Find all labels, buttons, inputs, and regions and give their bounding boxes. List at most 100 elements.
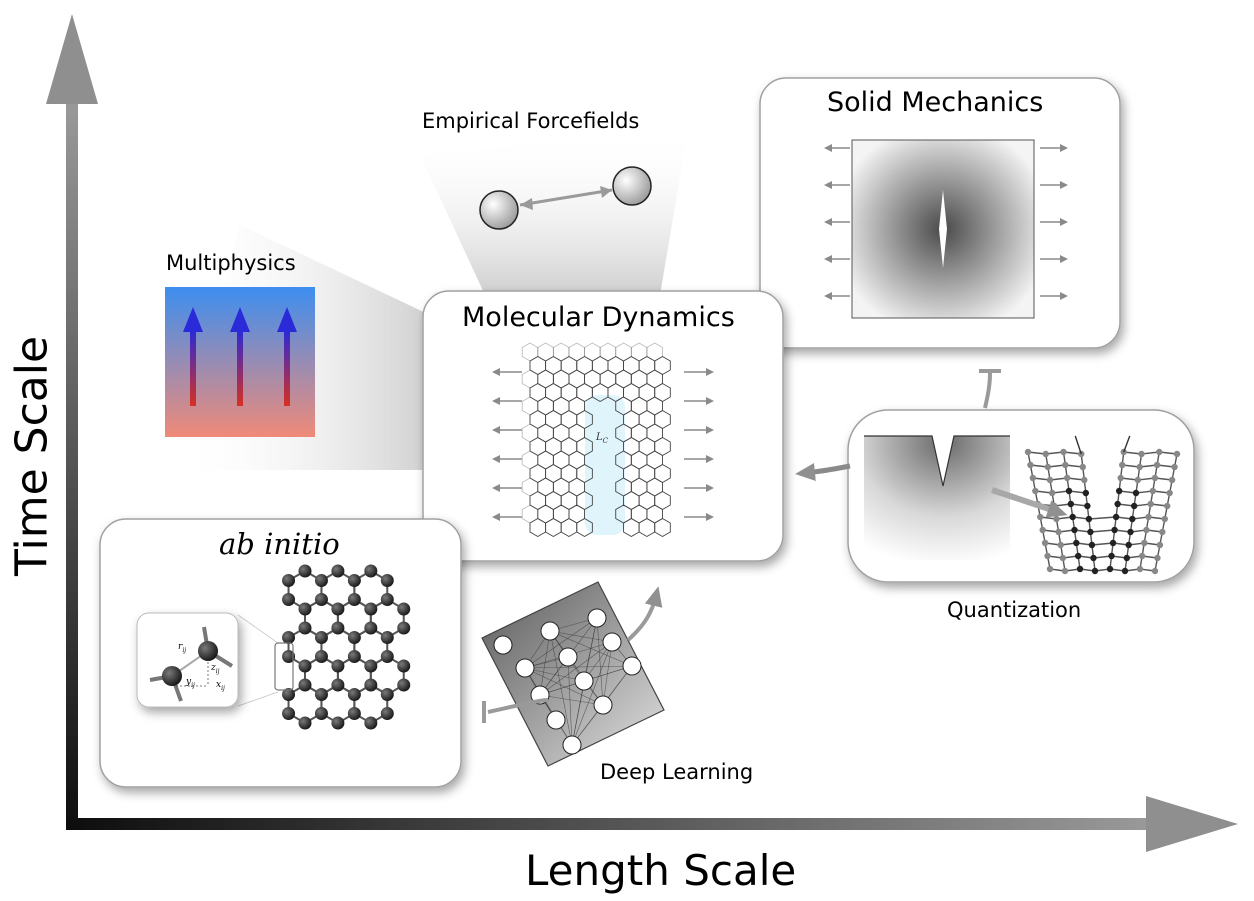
bond-x-symbol: x bbox=[216, 680, 222, 690]
mesh-node bbox=[1079, 463, 1086, 471]
empirical-forcefields-label: Empirical Forcefields bbox=[422, 109, 640, 133]
network-node bbox=[515, 658, 535, 678]
atom bbox=[314, 631, 328, 644]
mesh-node bbox=[1057, 541, 1064, 549]
mesh-node bbox=[1168, 476, 1176, 484]
atom bbox=[364, 659, 378, 673]
mesh-node bbox=[1136, 565, 1144, 573]
time-scale-label: Time Scale bbox=[6, 335, 58, 577]
bond-x-subscript: ij bbox=[221, 684, 225, 692]
quantization-discrete-mesh bbox=[1024, 435, 1181, 575]
atom bbox=[314, 688, 328, 701]
atom bbox=[380, 707, 394, 720]
deep-learning-label: Deep Learning bbox=[600, 760, 754, 784]
mesh-node bbox=[1046, 565, 1054, 573]
atom bbox=[331, 678, 345, 692]
time-scale-axis bbox=[46, 14, 98, 830]
bond-z-label: zij bbox=[211, 663, 220, 675]
atom bbox=[314, 707, 328, 720]
mesh-node bbox=[1062, 461, 1069, 469]
multiphysics-panel bbox=[165, 287, 315, 437]
atom bbox=[397, 621, 411, 635]
molecular-dynamics-title: Molecular Dynamics bbox=[462, 302, 735, 333]
bond-r-label: rij bbox=[178, 642, 186, 654]
mesh-node bbox=[1065, 487, 1073, 495]
atom bbox=[397, 602, 411, 616]
crack-region bbox=[585, 395, 625, 535]
network-edge bbox=[583, 617, 598, 682]
atom bbox=[380, 650, 394, 663]
mesh-node bbox=[1091, 567, 1099, 575]
mesh-node bbox=[1149, 487, 1157, 495]
atom bbox=[314, 574, 328, 587]
mesh-node bbox=[1114, 500, 1121, 508]
ab-initio-title: ab initio bbox=[219, 527, 340, 561]
mesh-node bbox=[1087, 528, 1094, 536]
mesh-node bbox=[1032, 487, 1039, 495]
atom bbox=[282, 631, 296, 644]
network-node bbox=[558, 647, 578, 667]
mesh-node bbox=[1084, 502, 1091, 510]
bond-r-subscript: ij bbox=[182, 646, 187, 654]
mesh-node bbox=[1044, 463, 1052, 471]
crack-length-label: LC bbox=[596, 432, 608, 445]
network-edge bbox=[524, 667, 573, 746]
atom bbox=[347, 688, 361, 701]
mesh-node bbox=[1112, 513, 1120, 521]
mesh-node bbox=[1085, 515, 1093, 523]
mesh-node bbox=[1132, 489, 1140, 497]
mesh-node bbox=[1134, 476, 1142, 484]
length-scale-axis bbox=[66, 796, 1238, 852]
mesh-node bbox=[1159, 528, 1166, 536]
network-edge bbox=[549, 630, 604, 706]
crack-length-subscript: C bbox=[602, 437, 608, 445]
bond-y-symbol: y bbox=[186, 677, 192, 687]
bond-z-subscript: ij bbox=[215, 667, 220, 675]
network-node bbox=[587, 608, 607, 628]
mesh-node bbox=[1127, 528, 1134, 536]
multiphysics-arrows bbox=[183, 307, 297, 406]
mesh-node bbox=[1171, 463, 1178, 471]
network-edge bbox=[539, 694, 604, 706]
atom bbox=[282, 593, 296, 606]
quantization-to-md-arrow bbox=[795, 463, 851, 481]
mesh-node bbox=[1156, 541, 1164, 549]
mesh-node bbox=[1151, 567, 1159, 575]
mesh-edge bbox=[1088, 516, 1117, 520]
mesh-node bbox=[1039, 526, 1046, 534]
mesh-node bbox=[1090, 554, 1097, 562]
network-edge bbox=[539, 630, 551, 696]
mesh-node bbox=[1145, 513, 1152, 521]
mesh-node bbox=[1164, 502, 1171, 510]
atom bbox=[298, 621, 312, 635]
mesh-node bbox=[1129, 515, 1136, 523]
atom bbox=[298, 602, 312, 616]
mesh-node bbox=[1063, 474, 1071, 482]
atom bbox=[331, 659, 345, 673]
network-edge bbox=[596, 617, 604, 706]
mesh-edge bbox=[1090, 529, 1115, 533]
md-hex-lattice bbox=[521, 342, 671, 538]
atom bbox=[380, 631, 394, 644]
mesh-node bbox=[1048, 489, 1056, 497]
mesh-node bbox=[1024, 448, 1032, 456]
mesh-node bbox=[1069, 513, 1076, 521]
bond-z-symbol: z bbox=[211, 663, 216, 673]
deep-learning-network bbox=[481, 581, 665, 767]
mesh-node bbox=[1138, 450, 1145, 458]
atom bbox=[347, 650, 361, 663]
mesh-node bbox=[1053, 515, 1060, 523]
network-edge bbox=[571, 641, 613, 746]
network-node bbox=[562, 735, 582, 755]
quantization-map-arrow bbox=[991, 487, 1068, 518]
atom bbox=[364, 564, 378, 578]
mesh-node bbox=[1123, 554, 1131, 562]
atom bbox=[298, 564, 312, 578]
empirical-forcefield-sketch bbox=[479, 166, 652, 230]
mesh-node bbox=[1041, 539, 1049, 547]
mesh-node bbox=[1074, 552, 1082, 560]
network-edge bbox=[524, 617, 598, 669]
atom bbox=[397, 659, 411, 673]
bond-x-label: xij bbox=[216, 680, 225, 692]
